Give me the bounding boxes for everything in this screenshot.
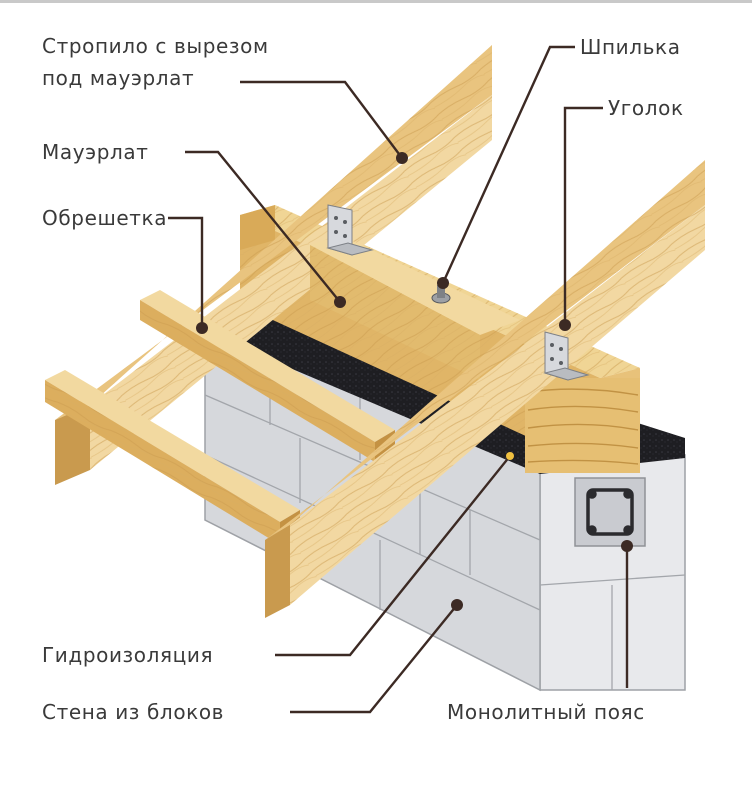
anchor-stud <box>431 285 451 304</box>
corner-bracket-front <box>543 331 590 381</box>
leader-mauerlat <box>185 150 341 303</box>
leader-stud <box>441 45 575 284</box>
leader-corner <box>563 106 603 325</box>
top-border <box>0 0 752 3</box>
label-rafter-line2: под мауэрлат <box>42 66 195 90</box>
label-stud: Шпилька <box>580 35 681 59</box>
label-corner: Уголок <box>608 96 684 120</box>
lathing-board-lower <box>45 370 300 545</box>
label-monolithic-belt: Монолитный пояс <box>447 700 645 724</box>
leader-lathing <box>168 216 204 328</box>
label-waterproofing: Гидроизоляция <box>42 643 214 667</box>
rafter-left <box>55 45 492 485</box>
leader-waterproofing <box>275 455 511 657</box>
monolithic-belt-section <box>574 477 646 547</box>
label-mauerlat: Мауэрлат <box>42 140 149 164</box>
rafter-right <box>265 160 705 618</box>
leader-dots <box>196 152 633 611</box>
label-rafter-line1: Стропило с вырезом <box>42 34 269 58</box>
mauerlat-upper-block <box>310 235 520 380</box>
leader-block-wall <box>290 604 458 714</box>
leader-lines <box>168 45 629 714</box>
rebar-cage <box>586 488 634 536</box>
rafter-back-stub <box>240 205 275 250</box>
label-block-wall: Стена из блоков <box>42 700 225 724</box>
leader-dot-waterproofing <box>506 452 514 460</box>
label-lathing: Обрешетка <box>42 206 168 230</box>
corner-bracket-back <box>326 204 374 256</box>
leader-rafter <box>240 80 403 159</box>
